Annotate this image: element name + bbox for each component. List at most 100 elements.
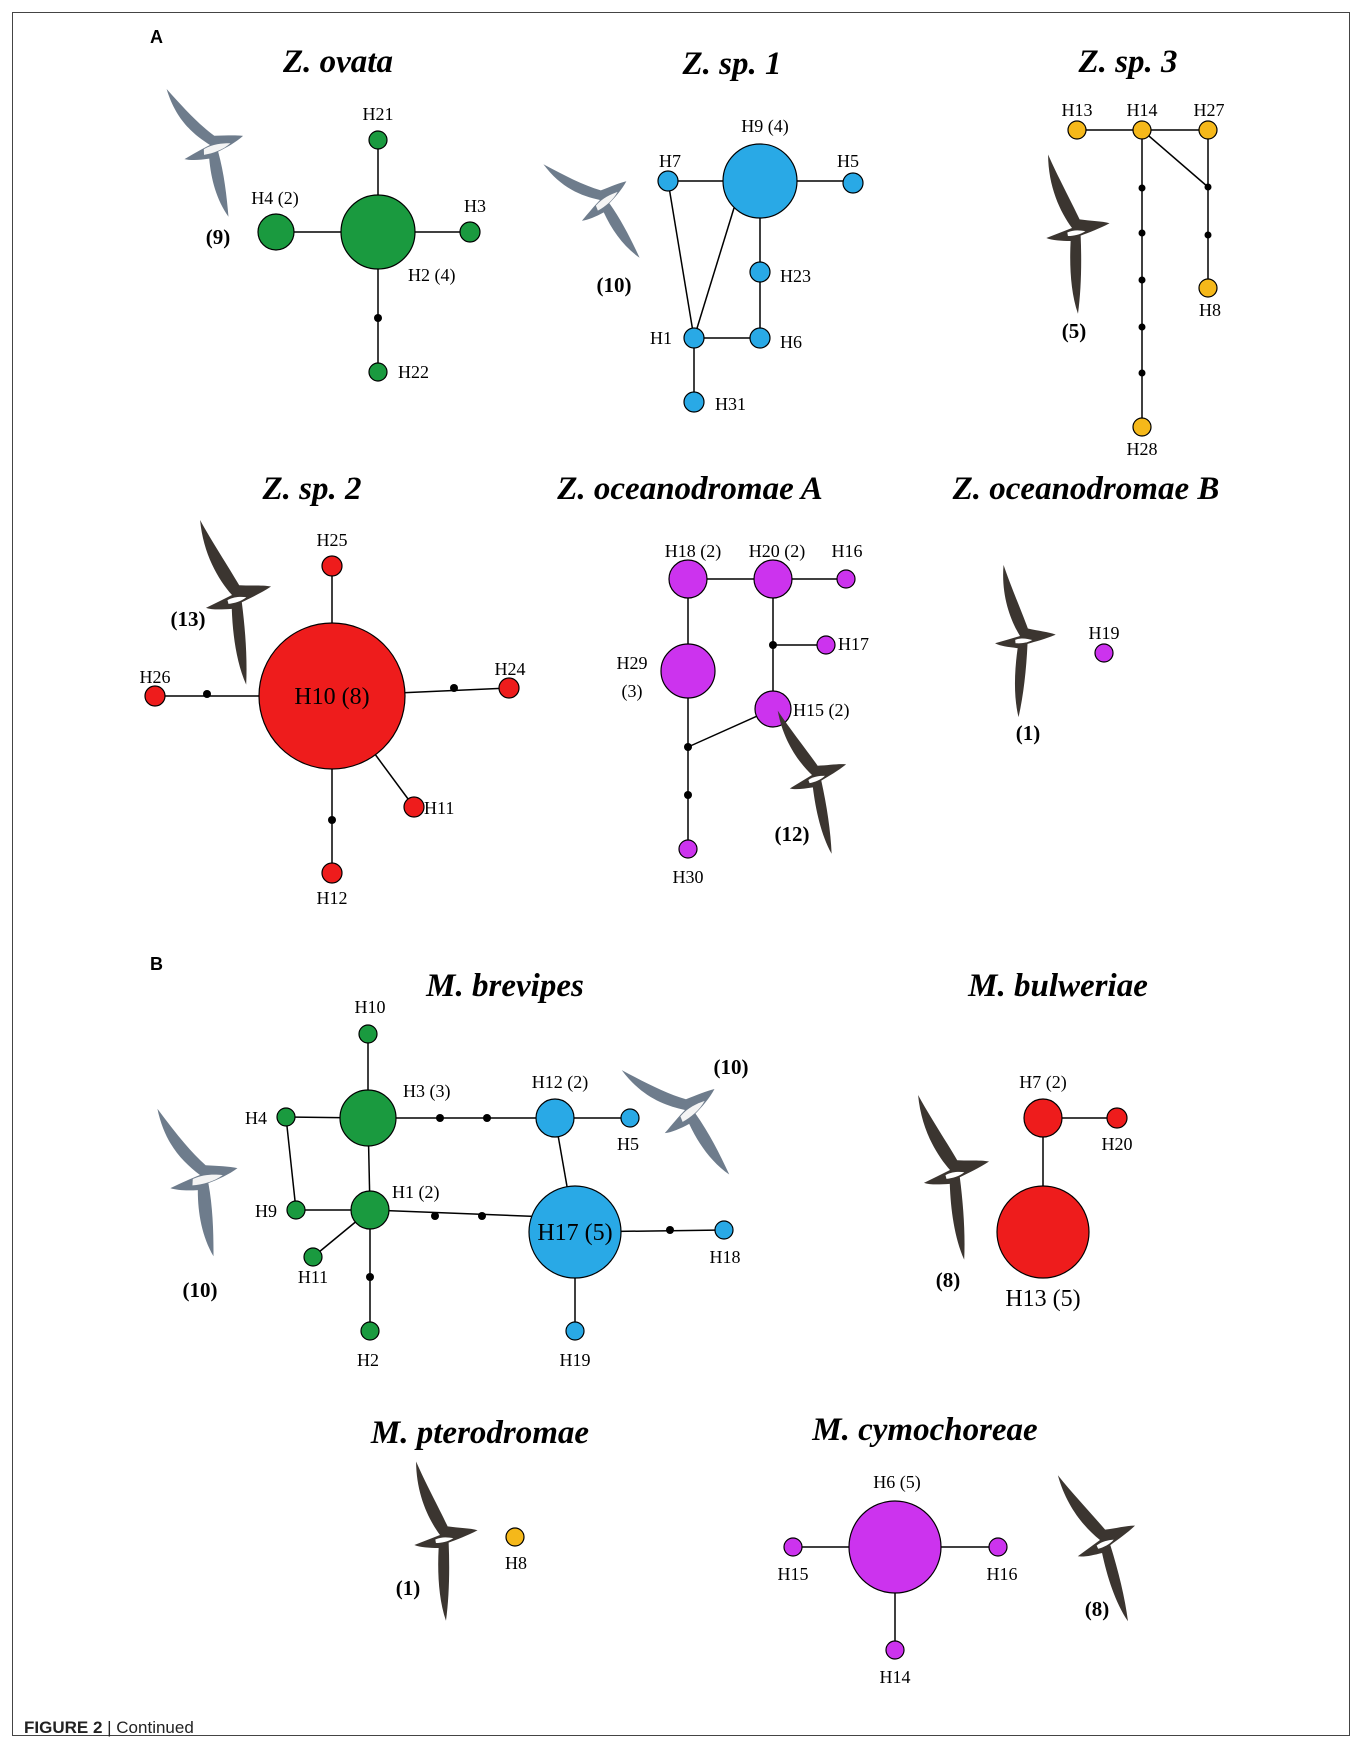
haplotype-label: H29 bbox=[617, 653, 648, 673]
haplotype-node-h6 bbox=[848, 1500, 942, 1594]
haplotype-label: H4 bbox=[245, 1108, 267, 1128]
haplotype-label: H21 bbox=[363, 104, 394, 124]
haplotype-label: H14 bbox=[880, 1667, 911, 1687]
z-sp1-title: Z. sp. 1 bbox=[682, 46, 782, 82]
haplotype-label: H4 (2) bbox=[251, 188, 299, 209]
haplotype-label: H11 bbox=[298, 1267, 328, 1287]
haplotype-label: H17 bbox=[838, 634, 869, 654]
haplotype-label: H28 bbox=[1127, 439, 1158, 459]
haplotype-label: H3 bbox=[464, 196, 486, 216]
haplotype-node-h30 bbox=[678, 839, 698, 859]
haplotype-label: H9 (4) bbox=[741, 116, 789, 137]
m-bulweriae-title: M. bulweriae bbox=[967, 968, 1148, 1004]
haplotype-node-h9 bbox=[722, 143, 798, 219]
haplotype-node-h5 bbox=[620, 1108, 640, 1128]
haplotype-node-h13 bbox=[996, 1185, 1090, 1279]
z-oceanodromae-b-title: Z. oceanodromae B bbox=[952, 471, 1220, 507]
z-oceanodromae-a-title: Z. oceanodromae A bbox=[556, 471, 823, 507]
haplotype-label: H16 bbox=[987, 1564, 1018, 1584]
haplotype-node-h10 bbox=[258, 622, 406, 770]
haplotype-node-h6 bbox=[749, 327, 771, 349]
haplotype-node-h2 bbox=[340, 194, 416, 270]
z-sp1-count: (10) bbox=[597, 273, 632, 297]
z-ovata-title: Z. ovata bbox=[282, 44, 393, 80]
haplotype-node-h18 bbox=[714, 1220, 734, 1240]
mutation-step bbox=[1138, 369, 1146, 377]
haplotype-label: H13 (5) bbox=[1005, 1286, 1080, 1312]
haplotype-node-h19 bbox=[565, 1321, 585, 1341]
m-bulweriae-host-bird bbox=[901, 1081, 1012, 1265]
haplotype-label: H7 bbox=[659, 151, 681, 171]
mutation-step bbox=[1138, 323, 1146, 331]
haplotype-node-h13 bbox=[1067, 120, 1087, 140]
haplotype-node-h1 bbox=[350, 1190, 390, 1230]
haplotype-node-h20 bbox=[1106, 1107, 1128, 1129]
z-sp3-title: Z. sp. 3 bbox=[1078, 44, 1178, 80]
haplotype-node-h25 bbox=[321, 555, 343, 577]
haplotype-node-h8 bbox=[1198, 278, 1218, 298]
m-brevipes-count-right: (10) bbox=[714, 1055, 749, 1079]
haplotype-label: H25 bbox=[317, 530, 348, 550]
haplotype-label: H1 bbox=[650, 328, 672, 348]
haplotype-node-h4 bbox=[276, 1107, 296, 1127]
haplotype-node-h29 bbox=[660, 643, 716, 699]
z-sp3-host-bird bbox=[1032, 146, 1125, 317]
haplotype-label: H31 bbox=[715, 394, 746, 414]
figure-frame bbox=[12, 12, 1350, 1736]
mutation-step bbox=[436, 1114, 444, 1122]
haplotype-label: H10 bbox=[355, 997, 386, 1017]
haplotype-label: H2 bbox=[357, 1350, 379, 1370]
haplotype-node-h15 bbox=[754, 690, 792, 728]
haplotype-node-h20 bbox=[753, 559, 793, 599]
m-cymochoreae-network: M. cymochoreae (8) H6 (5) H15 H16 H14 bbox=[778, 1412, 1171, 1687]
mutation-step bbox=[1138, 276, 1146, 284]
haplotype-label: H15 bbox=[778, 1564, 809, 1584]
haplotype-label: H8 bbox=[1199, 300, 1221, 320]
mutation-step bbox=[450, 684, 458, 692]
haplotype-label: H13 bbox=[1062, 100, 1093, 120]
m-cymochoreae-title: M. cymochoreae bbox=[811, 1412, 1037, 1448]
haplotype-label: H11 bbox=[424, 798, 454, 818]
haplotype-label: H23 bbox=[780, 266, 811, 286]
haplotype-label: H5 bbox=[837, 151, 859, 171]
haplotype-label: H8 bbox=[505, 1553, 527, 1573]
haplotype-node-h26 bbox=[144, 685, 166, 707]
haplotype-node-h12 bbox=[535, 1098, 575, 1138]
haplotype-label: H26 bbox=[140, 667, 171, 687]
haplotype-node-h9 bbox=[286, 1200, 306, 1220]
haplotype-node-h19 bbox=[1094, 643, 1114, 663]
haplotype-label: H5 bbox=[617, 1134, 639, 1154]
mutation-step bbox=[203, 690, 211, 698]
m-bulweriae-count: (8) bbox=[936, 1268, 961, 1292]
haplotype-label: H6 (5) bbox=[873, 1472, 921, 1493]
mutation-step bbox=[366, 1273, 374, 1281]
haplotype-label: H20 bbox=[1102, 1134, 1133, 1154]
haplotype-node-h11 bbox=[403, 796, 425, 818]
haplotype-node-h1 bbox=[683, 327, 705, 349]
m-brevipes-host-bird-left bbox=[149, 1092, 258, 1263]
haplotype-label: H15 (2) bbox=[793, 700, 850, 721]
haplotype-label: H22 bbox=[398, 362, 429, 382]
haplotype-node-h11 bbox=[303, 1247, 323, 1267]
m-pterodromae-title: M. pterodromae bbox=[370, 1415, 589, 1451]
m-pterodromae-network: M. pterodromae (1) H8 bbox=[370, 1415, 589, 1624]
haplotype-node-h10 bbox=[358, 1024, 378, 1044]
mutation-step bbox=[684, 743, 692, 751]
haplotype-node-h4 bbox=[257, 213, 295, 251]
haplotype-node-h5 bbox=[842, 172, 864, 194]
panel-letter-b: B bbox=[150, 954, 163, 974]
z-ovata-network: Z. ovata (9) H21 H4 (2) H3 H2 (4) H22 bbox=[159, 44, 486, 382]
figure-number: FIGURE 2 bbox=[24, 1718, 103, 1737]
haplotype-label: H16 bbox=[832, 541, 863, 561]
haplotype-label: H12 bbox=[317, 888, 348, 908]
haplotype-label: H9 bbox=[255, 1201, 277, 1221]
z-sp2-title: Z. sp. 2 bbox=[262, 471, 362, 507]
z-ovata-count: (9) bbox=[206, 225, 231, 249]
mutation-step bbox=[431, 1212, 439, 1220]
haplotype-node-h22 bbox=[368, 362, 388, 382]
haplotype-label: (3) bbox=[622, 681, 643, 702]
haplotype-label: H2 (4) bbox=[408, 265, 456, 286]
caption-separator: | bbox=[102, 1718, 117, 1737]
mutation-step bbox=[483, 1114, 491, 1122]
